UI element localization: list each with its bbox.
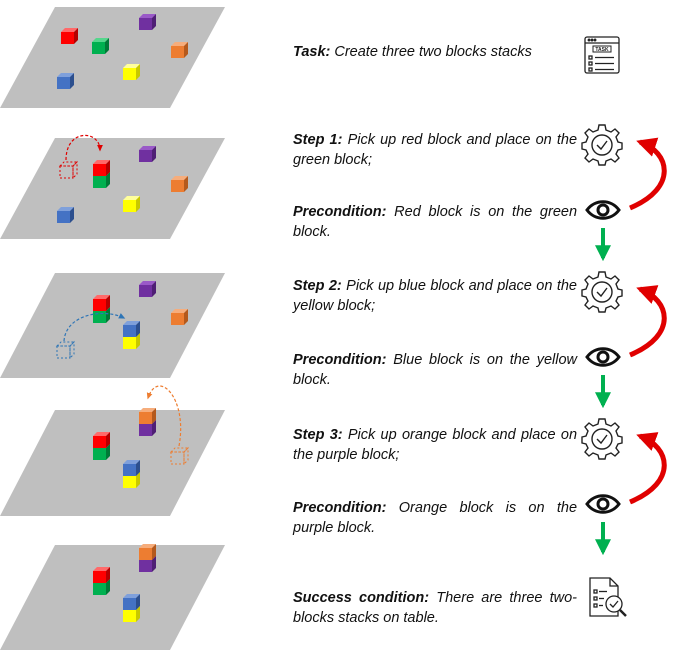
step-1-text: Step 1: Pick up red block and place on t… xyxy=(293,130,577,170)
table-surface xyxy=(0,7,225,108)
gear-check-icon xyxy=(581,124,623,166)
gear-check-icon xyxy=(581,271,623,313)
step-1-label: Step 1: xyxy=(293,132,343,148)
block-red xyxy=(61,28,78,44)
scene-panel-1 xyxy=(0,7,225,108)
step-2-text: Step 2: Pick up blue block and place on … xyxy=(293,276,577,316)
precondition-1-description: Red block is on the green block. xyxy=(293,204,578,240)
step-3-text: Step 3: Pick up orange block and place o… xyxy=(293,425,577,465)
move-arrow-red xyxy=(65,134,103,161)
scene-panel-3 xyxy=(0,273,225,378)
task-description: Create three two blocks stacks xyxy=(334,44,532,60)
move-arrow-blue xyxy=(63,312,126,342)
block-purple xyxy=(139,281,156,297)
success-label: Success condition: xyxy=(293,590,430,606)
eye-icon xyxy=(585,200,621,220)
block-orange xyxy=(171,309,188,325)
precondition-3-description: Orange block is on the purple block. xyxy=(293,500,578,536)
scene-panel-4 xyxy=(0,385,225,516)
eye-icon xyxy=(585,347,621,367)
block-red xyxy=(93,160,110,176)
gear-check-icon xyxy=(581,418,623,460)
block-orange xyxy=(171,42,188,58)
precondition-2-label: Precondition: xyxy=(293,352,387,368)
step-3-label: Step 3: xyxy=(293,427,343,443)
block-yellow xyxy=(123,196,140,212)
precondition-1-label: Precondition: xyxy=(293,204,387,220)
task-list-icon: TASK xyxy=(584,36,620,74)
block-purple xyxy=(139,14,156,30)
eye-icon xyxy=(585,494,621,514)
step-1-description: Pick up red block and place on the green… xyxy=(293,132,578,168)
ghost-block-blue xyxy=(55,340,76,360)
block-red xyxy=(93,295,110,311)
block-yellow xyxy=(123,64,140,80)
block-blue xyxy=(123,594,140,610)
table-surface xyxy=(0,138,225,239)
precondition-1-text: Precondition: Red block is on the green … xyxy=(293,202,577,242)
success-condition-text: Success condition: There are three two-b… xyxy=(293,588,577,628)
retry-arrow-2 xyxy=(629,285,667,358)
block-red xyxy=(93,432,110,448)
precondition-2-description: Blue block is on the yellow block. xyxy=(293,352,577,388)
task-text: Task: Create three two blocks stacks xyxy=(293,42,583,62)
block-red xyxy=(93,567,110,583)
ghost-block-orange xyxy=(169,446,190,466)
retry-arrow-3 xyxy=(629,432,667,505)
precondition-2-text: Precondition: Blue block is on the yello… xyxy=(293,350,577,390)
precondition-3-label: Precondition: xyxy=(293,500,387,516)
precondition-3-text: Precondition: Orange block is on the pur… xyxy=(293,498,577,538)
block-blue xyxy=(57,73,74,89)
table-surface xyxy=(0,273,225,378)
ghost-block-red xyxy=(58,160,79,180)
block-orange xyxy=(139,408,156,424)
scene-panel-5 xyxy=(0,544,225,650)
success-description: There are three two-blocks stacks on tab… xyxy=(293,590,577,626)
svg-text:TASK: TASK xyxy=(595,47,609,53)
step-2-label: Step 2: xyxy=(293,278,342,294)
retry-arrow-1 xyxy=(629,137,667,211)
block-blue xyxy=(57,207,74,223)
document-search-icon xyxy=(589,577,627,617)
block-orange xyxy=(139,544,156,560)
task-label: Task: xyxy=(293,44,331,60)
block-blue xyxy=(123,321,140,337)
table-surface xyxy=(0,545,225,650)
scene-panel-2 xyxy=(0,134,225,239)
block-orange xyxy=(171,176,188,192)
block-green xyxy=(92,38,109,54)
step-2-description: Pick up blue block and place on the yell… xyxy=(293,278,577,314)
step-3-description: Pick up orange block and place on the pu… xyxy=(293,427,578,463)
table-surface xyxy=(0,410,225,516)
move-arrow-orange xyxy=(146,385,182,447)
block-blue xyxy=(123,460,140,476)
block-purple xyxy=(139,146,156,162)
